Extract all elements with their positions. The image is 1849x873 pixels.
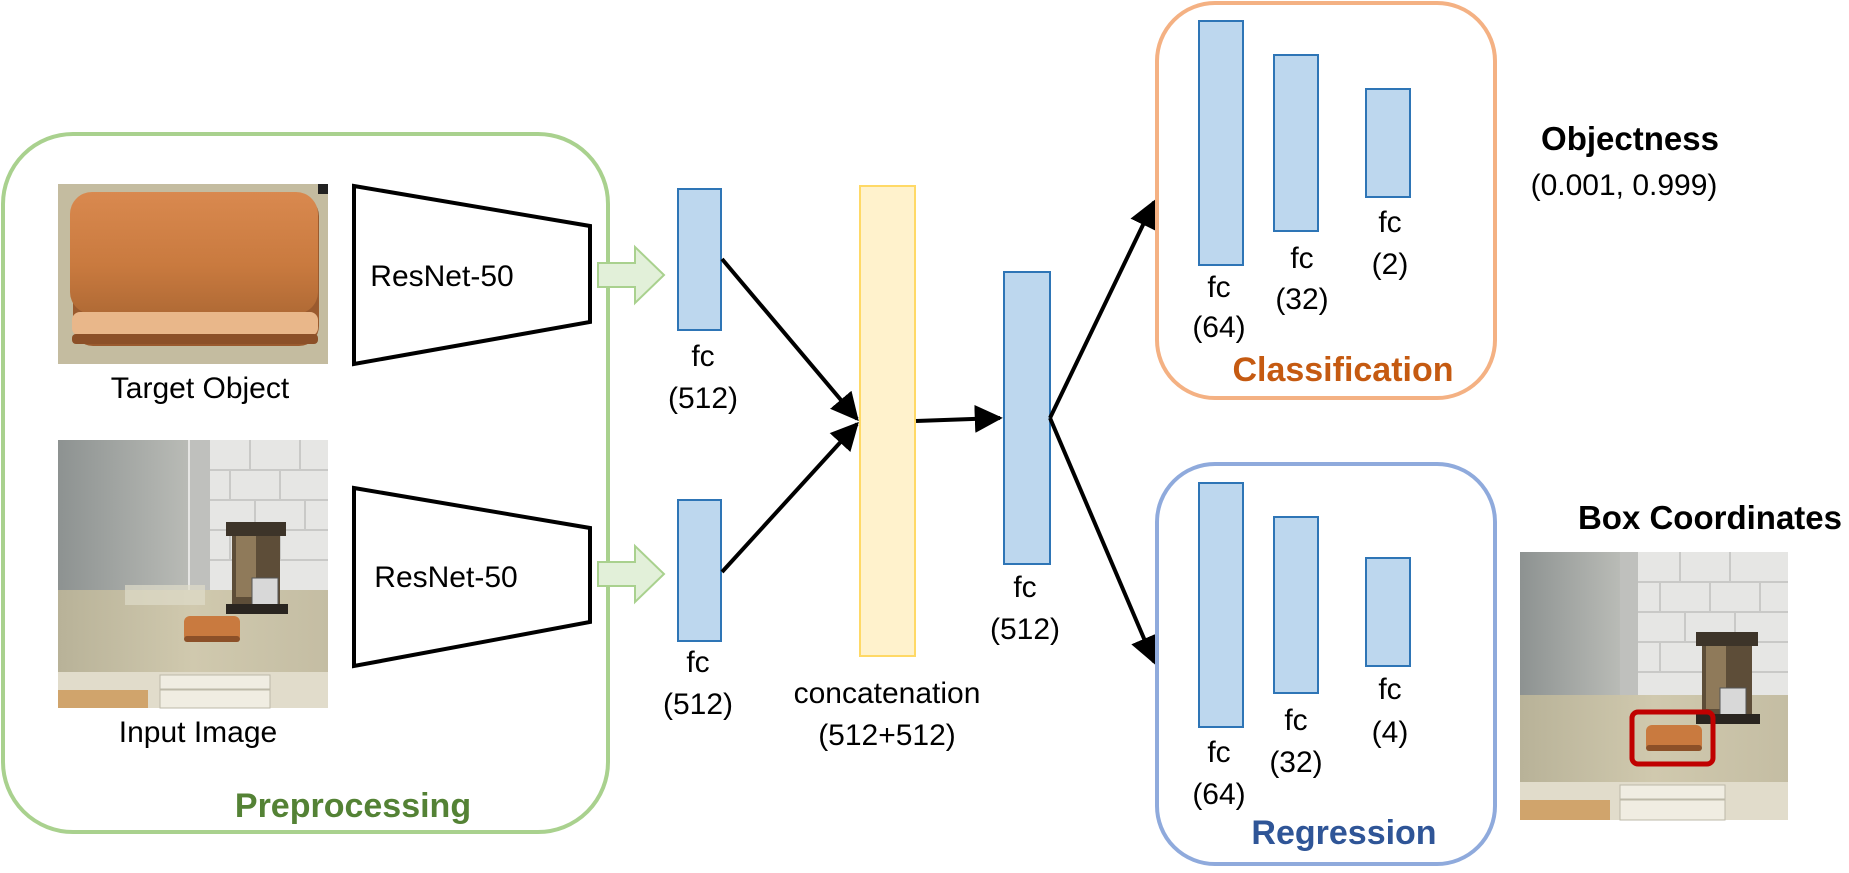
- arrow-fc-mid-to-classification: [1048, 199, 1156, 419]
- classification-group: fc (64) fc (32) fc (2) Classification: [1155, 1, 1497, 400]
- regression-fc-32: [1273, 516, 1319, 694]
- arrow-concat-to-fc-mid: [915, 404, 1003, 433]
- fc-mid-name: fc: [1013, 571, 1036, 604]
- input-image: [58, 440, 328, 709]
- resnet-top-label: ResNet-50: [370, 260, 513, 293]
- classification-fc-2: [1365, 88, 1411, 198]
- box-coordinates-title: Box Coordinates: [1578, 499, 1842, 536]
- predicted-bounding-box: [1629, 709, 1716, 767]
- target-object-label: Target Object: [111, 372, 290, 405]
- fc-top-size: (512): [668, 382, 738, 415]
- fc-bottom-layer: [677, 499, 722, 642]
- regression-fc-4-size: (4): [1372, 716, 1409, 749]
- block-arrow-bottom: [597, 543, 666, 605]
- regression-title: Regression: [1251, 814, 1436, 852]
- regression-fc-64-size: (64): [1192, 778, 1245, 811]
- resnet-bottom-label: ResNet-50: [374, 561, 517, 594]
- arrow-fc-bottom-to-concat: [720, 421, 859, 574]
- regression-fc-4-name: fc: [1378, 673, 1401, 706]
- objectness-value: (0.001, 0.999): [1531, 169, 1718, 202]
- classification-fc-64-size: (64): [1192, 311, 1245, 344]
- resnet-encoder-top: [352, 183, 592, 367]
- classification-title: Classification: [1232, 351, 1453, 389]
- resnet-encoder-bottom: [352, 485, 592, 669]
- target-object-image: [58, 184, 328, 364]
- classification-fc-32-name: fc: [1290, 242, 1313, 275]
- input-image-label: Input Image: [119, 716, 277, 749]
- preprocessing-group: Target Object: [1, 132, 610, 834]
- concatenation-layer: [859, 185, 916, 657]
- classification-fc-2-size: (2): [1372, 248, 1409, 281]
- fc-top-name: fc: [691, 340, 714, 373]
- regression-fc-64-name: fc: [1207, 736, 1230, 769]
- preprocessing-box: [1, 132, 610, 834]
- fc-top-layer: [677, 188, 722, 331]
- regression-box: [1155, 462, 1497, 866]
- fc-mid-layer: [1003, 271, 1051, 565]
- concatenation-size: (512+512): [818, 719, 956, 752]
- regression-group: fc (64) fc (32) fc (4) Regression: [1155, 462, 1497, 866]
- classification-fc-2-name: fc: [1378, 206, 1401, 239]
- fc-bottom-name: fc: [686, 646, 709, 679]
- regression-fc-32-size: (32): [1269, 746, 1322, 779]
- arrow-fc-mid-to-regression: [1048, 417, 1157, 665]
- regression-fc-64: [1198, 482, 1244, 728]
- regression-fc-32-name: fc: [1284, 704, 1307, 737]
- block-arrow-top: [597, 244, 666, 306]
- classification-fc-32-size: (32): [1275, 283, 1328, 316]
- classification-fc-64: [1198, 20, 1244, 266]
- objectness-title: Objectness: [1541, 120, 1719, 157]
- classification-box: [1155, 1, 1497, 400]
- classification-fc-64-name: fc: [1207, 271, 1230, 304]
- fc-bottom-size: (512): [663, 688, 733, 721]
- concatenation-name: concatenation: [794, 677, 981, 710]
- preprocessing-title: Preprocessing: [235, 787, 471, 825]
- fc-mid-size: (512): [990, 613, 1060, 646]
- arrow-fc-top-to-concat: [720, 257, 859, 422]
- output-image: [1520, 552, 1788, 821]
- classification-fc-32: [1273, 54, 1319, 232]
- regression-fc-4: [1365, 557, 1411, 667]
